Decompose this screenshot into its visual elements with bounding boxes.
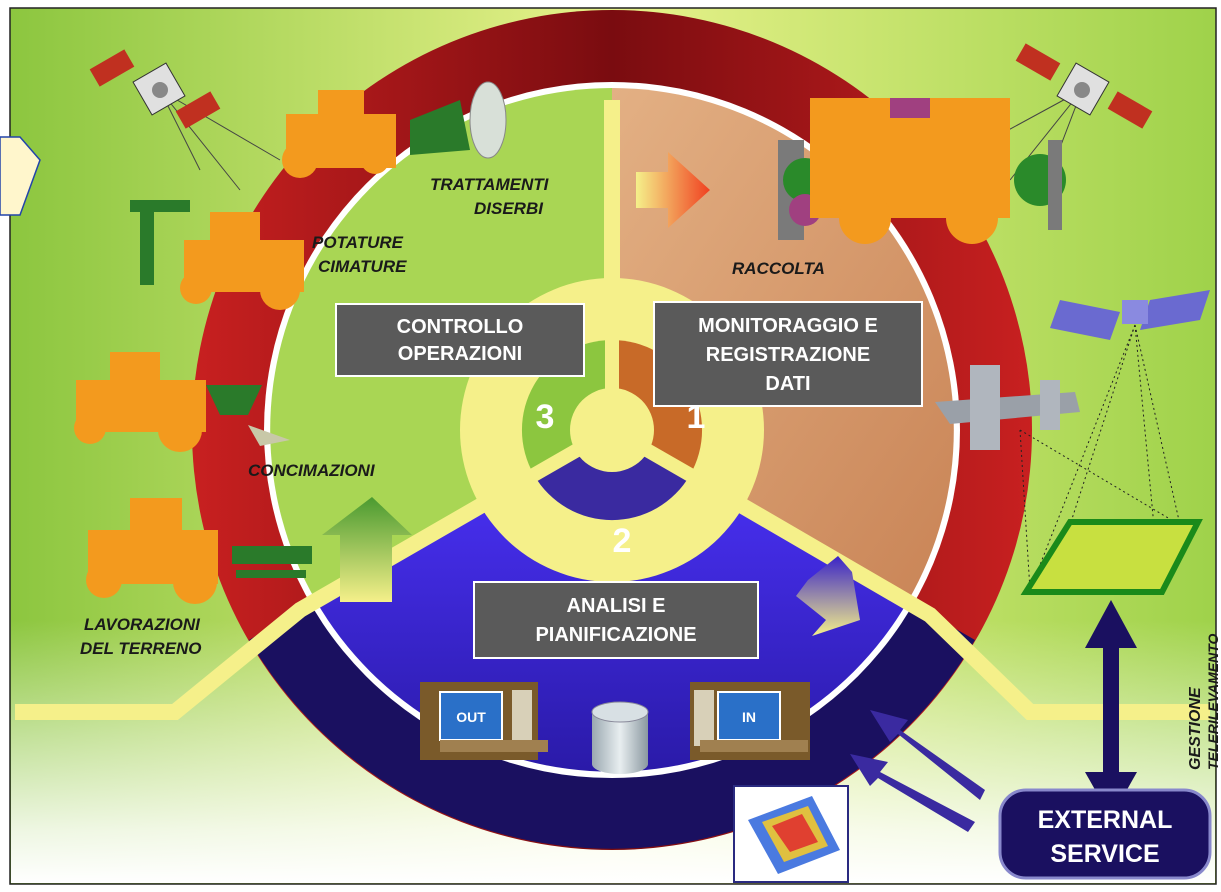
monitoraggio-line3: DATI [765,373,810,395]
tractor-pruner-icon [130,200,304,310]
label-cimature: CIMATURE [318,257,407,276]
monitoraggio-line1: MONITORAGGIO E [698,315,878,337]
database-icon [591,701,649,774]
computer-out-icon: OUT [420,682,548,760]
remote-sensing-satellite-icon [1050,290,1210,340]
analisi-line1: ANALISI E [567,595,666,617]
label-diserbi: DISERBI [474,199,544,218]
airplane-icon [935,365,1080,450]
satellite-right-icon [989,43,1153,201]
label-box-monitoraggio: MONITORAGGIO E REGISTRAZIONE DATI [653,301,923,407]
sector-number-1: 1 [687,398,706,436]
label-potature: POTATURE [312,233,404,252]
analisi-line2: PIANIFICAZIONE [535,624,696,646]
flow-arrow-down [796,556,860,636]
external-service-line2: SERVICE [1050,840,1159,868]
label-trattamenti: TRATTAMENTI [430,175,550,194]
sector-number-3: 3 [536,398,555,436]
flow-arrow-right [636,152,710,228]
tractor-sprayer-icon [282,81,507,178]
inner-dividers [521,330,703,487]
flow-arrow-up [322,497,412,602]
data-map-thumbnail [733,785,849,883]
monitoraggio-line2: REGISTRAZIONE [706,344,870,366]
controllo-line1: CONTROLLO [397,316,524,338]
computer-out-label: OUT [456,709,486,725]
gestione-line2: TELERILEVAMENTO [1205,634,1221,770]
sector-number-2: 2 [613,522,632,560]
label-lavorazioni: LAVORAZIONI [84,615,201,634]
controllo-line2: OPERAZIONI [398,343,522,365]
satellite-left-icon [89,49,281,191]
harvester-icon [778,98,1066,244]
remote-sensed-field [1020,519,1203,595]
computer-in-icon: IN [690,682,810,760]
gestione-line1: GESTIONE [1187,686,1204,770]
label-raccolta: RACCOLTA [732,259,825,278]
tractor-fertilizer-icon [74,352,290,452]
computer-in-label: IN [742,709,756,725]
label-box-analisi: ANALISI E PIANIFICAZIONE [473,581,759,659]
label-del-terreno: DEL TERRENO [80,639,202,658]
external-service-box: EXTERNAL SERVICE [998,788,1212,880]
label-box-controllo: CONTROLLO OPERAZIONI [335,303,585,377]
label-concimazioni: CONCIMAZIONI [248,461,376,480]
tractor-tillage-icon [86,498,312,604]
side-tab-marker [0,136,41,216]
external-service-line1: EXTERNAL [1038,806,1173,834]
external-data-arrows [850,710,985,832]
